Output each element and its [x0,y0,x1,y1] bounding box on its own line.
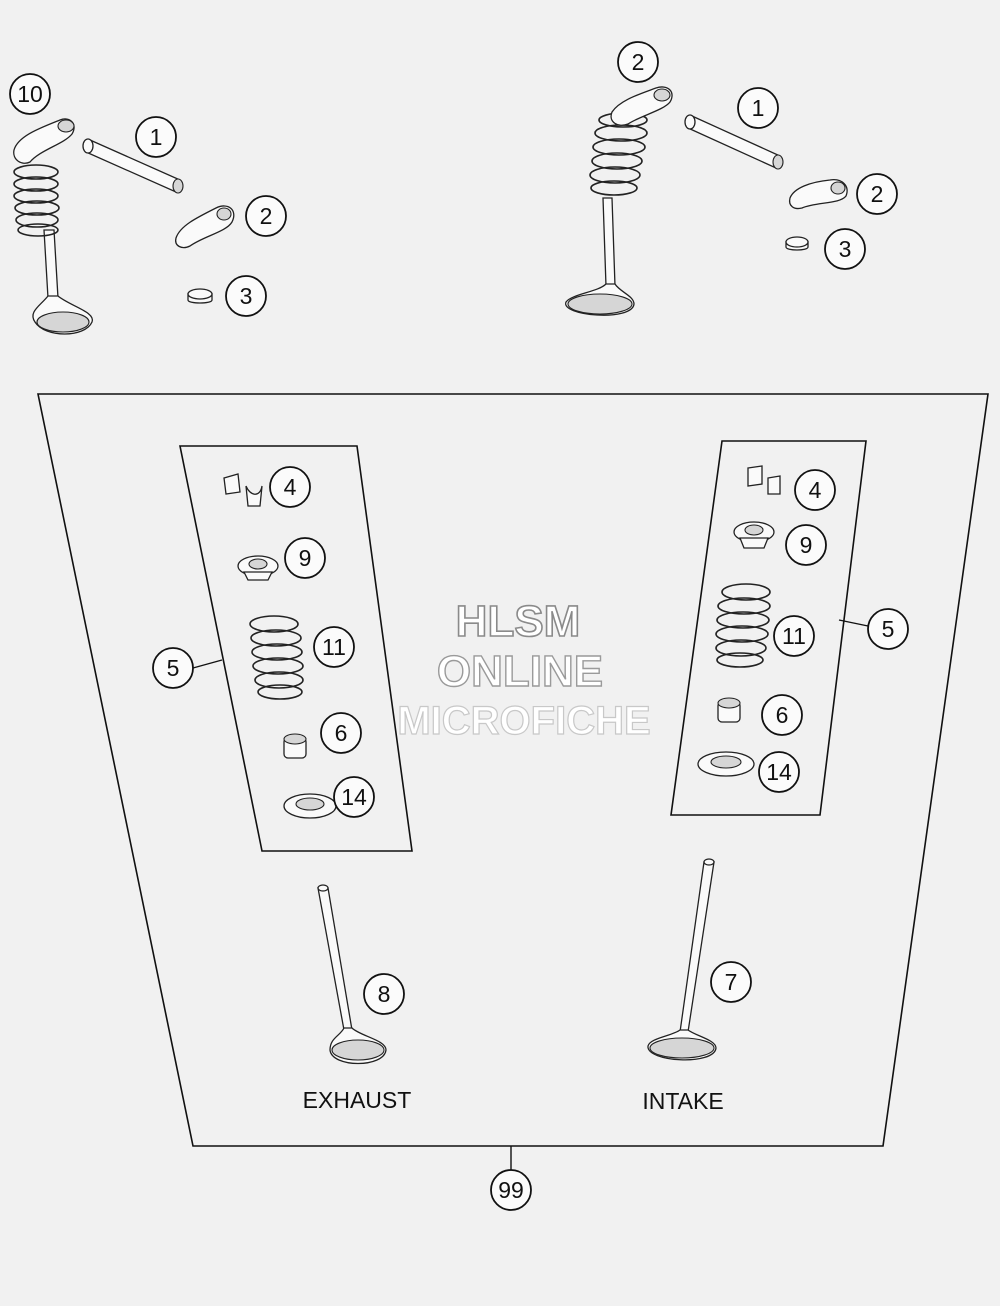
svg-text:14: 14 [766,759,792,785]
spring-retainer-drawing-2 [733,521,775,549]
svg-text:10: 10 [17,81,43,107]
shim-drawing-2 [785,236,809,251]
intake-caption: INTAKE [642,1088,723,1114]
valve-stem-seal-drawing-2 [717,697,741,723]
callout-14-intake[interactable]: 14 [758,751,800,793]
callout-7[interactable]: 7 [710,961,752,1003]
callout-4-exhaust[interactable]: 4 [269,466,311,508]
callout-3-left[interactable]: 3 [225,275,267,317]
exhaust-spring-kit-panel [179,445,413,852]
intake-spring-kit-panel [670,440,867,816]
svg-text:7: 7 [725,969,738,995]
spring-seat-washer-drawing-2 [697,751,755,777]
callout-2-top-right[interactable]: 2 [617,41,659,83]
callout-1-right[interactable]: 1 [737,87,779,129]
svg-text:99: 99 [498,1177,524,1203]
exhaust-valve-drawing [317,884,387,1065]
valve-keepers-drawing-1 [223,473,263,507]
intake-valve-drawing [647,858,717,1061]
svg-text:1: 1 [150,124,163,150]
svg-text:2: 2 [260,203,273,229]
callout-11-intake[interactable]: 11 [773,615,815,657]
rocker-arm-drawing-1 [175,205,235,249]
callout-10[interactable]: 10 [9,73,51,115]
callout-8[interactable]: 8 [363,973,405,1015]
rocker-shaft-drawing-2 [684,114,784,170]
svg-text:3: 3 [240,283,253,309]
svg-text:2: 2 [632,49,645,75]
svg-text:4: 4 [284,474,297,500]
svg-text:11: 11 [782,623,806,649]
callout-1-left[interactable]: 1 [135,116,177,158]
rocker-shaft-drawing-1 [82,138,184,194]
svg-text:5: 5 [167,655,180,681]
exhaust-valve-assembly-drawing [13,118,93,335]
callout-3-right[interactable]: 3 [824,228,866,270]
callout-4-intake[interactable]: 4 [794,469,836,511]
intake-valve-assembly-drawing [565,86,673,316]
callout-5-intake[interactable]: 5 [867,608,909,650]
callout-2-right[interactable]: 2 [856,173,898,215]
svg-text:1: 1 [752,95,765,121]
valve-spring-drawing-1 [249,615,304,700]
watermark: HLSM ONLINE MICROFICHE [397,596,652,743]
callout-6-intake[interactable]: 6 [761,694,803,736]
svg-text:9: 9 [299,545,312,571]
svg-text:8: 8 [378,981,391,1007]
callout-99[interactable]: 99 [490,1169,532,1211]
callout-5-exhaust[interactable]: 5 [152,647,194,689]
callout-6-exhaust[interactable]: 6 [320,712,362,754]
valve-kit-frame [37,393,989,1147]
watermark-line-1: HLSM [456,597,581,646]
callout-9-exhaust[interactable]: 9 [284,537,326,579]
valve-keepers-drawing-2 [747,465,781,495]
spring-retainer-drawing-1 [237,555,279,581]
shim-drawing-1 [187,288,213,304]
svg-text:2: 2 [871,181,884,207]
svg-text:5: 5 [882,616,895,642]
svg-text:6: 6 [335,720,348,746]
valve-stem-seal-drawing-1 [283,733,307,759]
callout-2-left[interactable]: 2 [245,195,287,237]
svg-text:3: 3 [839,236,852,262]
svg-text:9: 9 [800,532,813,558]
watermark-line-3: MICROFICHE [397,699,650,743]
callout-11-exhaust[interactable]: 11 [313,626,355,668]
svg-text:6: 6 [776,702,789,728]
svg-text:11: 11 [322,634,346,660]
valve-spring-drawing-2 [715,583,771,668]
callout-9-intake[interactable]: 9 [785,524,827,566]
callout-14-exhaust[interactable]: 14 [333,776,375,818]
watermark-line-2: ONLINE [437,647,603,696]
svg-text:4: 4 [809,477,822,503]
spring-seat-washer-drawing-1 [283,793,337,819]
leader-lines [192,619,869,1170]
svg-text:14: 14 [341,784,367,810]
exhaust-caption: EXHAUST [303,1087,412,1113]
rocker-arm-drawing-2 [788,179,848,210]
